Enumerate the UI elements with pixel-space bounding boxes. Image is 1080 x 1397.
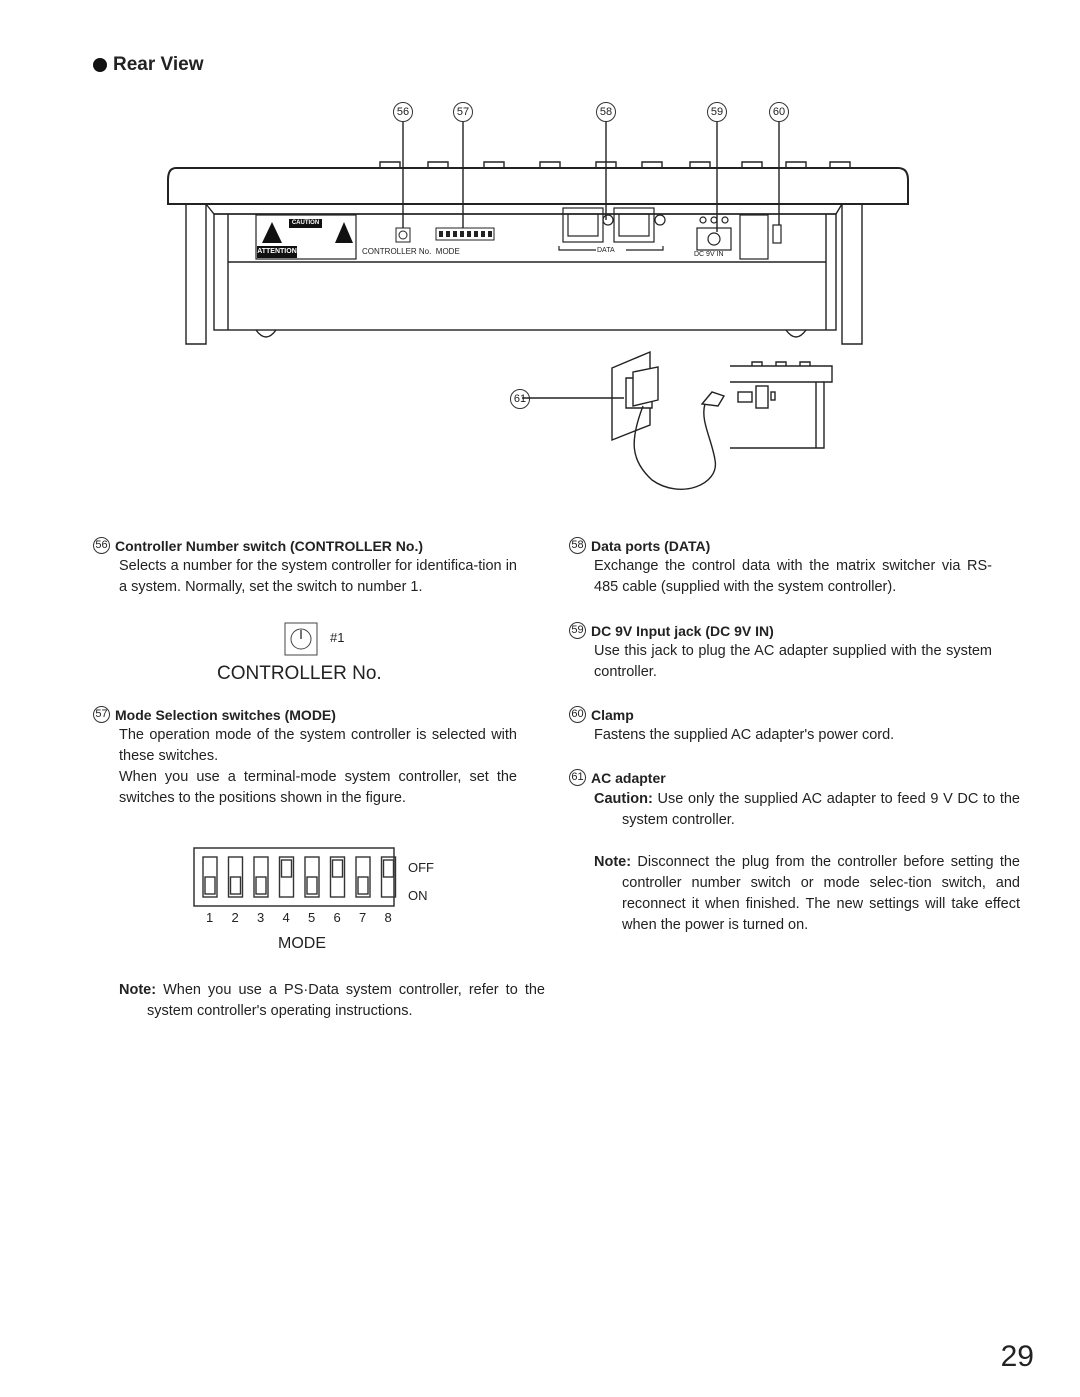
caution-label: Caution: xyxy=(594,791,653,807)
mode-figure-label: MODE xyxy=(278,935,326,952)
dip-switch-5 xyxy=(304,856,320,898)
controller-rotary-icon xyxy=(284,622,318,656)
data-panel-label: DATA xyxy=(597,247,615,254)
page-number: 29 xyxy=(1000,1340,1034,1373)
callout-58: 58 xyxy=(596,102,616,122)
dip-switch-knob-8 xyxy=(382,859,395,878)
dip-switch-knob-1 xyxy=(204,876,216,895)
controller-marker: #1 xyxy=(330,630,345,645)
caution-text-body: Use only the supplied AC adapter to feed… xyxy=(622,791,1020,828)
item-57-body-2: When you use a terminal-mode system cont… xyxy=(119,769,517,806)
mode-dip-switch xyxy=(193,847,397,907)
dip-number-6: 6 xyxy=(333,910,341,925)
controller-mode-panel-label: CONTROLLER No. MODE xyxy=(362,247,460,256)
item-56-heading: 56 Controller Number switch (CONTROLLER … xyxy=(93,537,423,554)
item-57-title: Mode Selection switches (MODE) xyxy=(115,706,336,723)
dip-switch-knob-7 xyxy=(357,876,369,895)
note-label: Note: xyxy=(119,982,157,998)
item-56-body: Selects a number for the system controll… xyxy=(119,558,517,595)
dip-number-2: 2 xyxy=(231,910,239,925)
item-60-heading: 60 Clamp xyxy=(569,706,634,723)
dip-switch-knob-2 xyxy=(229,876,242,895)
dip-number-3: 3 xyxy=(257,910,265,925)
attention-text: ATTENTION xyxy=(257,248,297,255)
item-60-number: 60 xyxy=(569,706,586,723)
dip-number-1: 1 xyxy=(206,910,214,925)
item-61-title: AC adapter xyxy=(591,769,666,786)
item-59-body: Use this jack to plug the AC adapter sup… xyxy=(594,643,992,680)
mode-off-label: OFF xyxy=(408,860,434,875)
dip-switch-knob-5 xyxy=(306,876,318,895)
item-58-body: Exchange the control data with the matri… xyxy=(594,558,992,595)
item-57-body-1: The operation mode of the system control… xyxy=(119,727,517,764)
callout-59: 59 xyxy=(707,102,727,122)
item-60-body: Fastens the supplied AC adapter's power … xyxy=(594,727,895,743)
dip-switch-4 xyxy=(278,856,295,898)
callout-57: 57 xyxy=(453,102,473,122)
item-59-title: DC 9V Input jack (DC 9V IN) xyxy=(591,622,774,639)
dc-in-panel-label: DC 9V IN xyxy=(694,251,724,258)
dip-switch-2 xyxy=(227,856,244,898)
dip-switch-3 xyxy=(253,856,269,898)
dip-switch-8 xyxy=(380,856,397,898)
dip-switch-knob-4 xyxy=(280,859,293,878)
callout-61: 61 xyxy=(510,389,530,409)
dip-number-8: 8 xyxy=(384,910,392,925)
note-text-right: Disconnect the plug from the controller … xyxy=(622,854,1020,933)
item-56-title: Controller Number switch (CONTROLLER No.… xyxy=(115,537,423,554)
dip-switch-7 xyxy=(355,856,371,898)
caution-text: CAUTION xyxy=(291,220,320,226)
callout-60: 60 xyxy=(769,102,789,122)
dip-number-4: 4 xyxy=(282,910,290,925)
dip-switch-knob-6 xyxy=(331,859,344,878)
dip-switch-knob-3 xyxy=(255,876,267,895)
item-58-title: Data ports (DATA) xyxy=(591,537,711,554)
item-59-heading: 59 DC 9V Input jack (DC 9V IN) xyxy=(569,622,774,639)
dip-number-5: 5 xyxy=(308,910,316,925)
item-61-note: Note: Disconnect the plug from the contr… xyxy=(594,852,1020,936)
item-58-heading: 58 Data ports (DATA) xyxy=(569,537,710,554)
item-59-number: 59 xyxy=(569,622,586,639)
item-61-caution: Caution: Use only the supplied AC adapte… xyxy=(594,789,1020,831)
section-title-text: Rear View xyxy=(113,54,204,75)
callout-56: 56 xyxy=(393,102,413,122)
note-label-right: Note: xyxy=(594,854,632,870)
dip-number-7: 7 xyxy=(359,910,367,925)
dip-switch-1 xyxy=(202,856,218,898)
item-57-heading: 57 Mode Selection switches (MODE) xyxy=(93,706,336,723)
item-57-number: 57 xyxy=(93,706,110,723)
mode-on-label: ON xyxy=(408,888,428,903)
bullet-icon xyxy=(93,58,107,72)
item-58-number: 58 xyxy=(569,537,586,554)
item-60-title: Clamp xyxy=(591,706,634,723)
rear-panel-illustration xyxy=(167,122,909,490)
section-title: Rear View xyxy=(93,54,203,76)
item-56-number: 56 xyxy=(93,537,110,554)
item-61-number: 61 xyxy=(569,769,586,786)
item-61-heading: 61 AC adapter xyxy=(569,769,666,786)
dip-switch-6 xyxy=(329,856,346,898)
mode-switch-numbers: 1 2 3 4 5 6 7 8 xyxy=(193,910,393,926)
controller-figure-label: CONTROLLER No. xyxy=(217,663,382,684)
note-text: When you use a PS·Data system controller… xyxy=(147,982,545,1019)
note-ps-data: Note: When you use a PS·Data system cont… xyxy=(119,980,545,1022)
